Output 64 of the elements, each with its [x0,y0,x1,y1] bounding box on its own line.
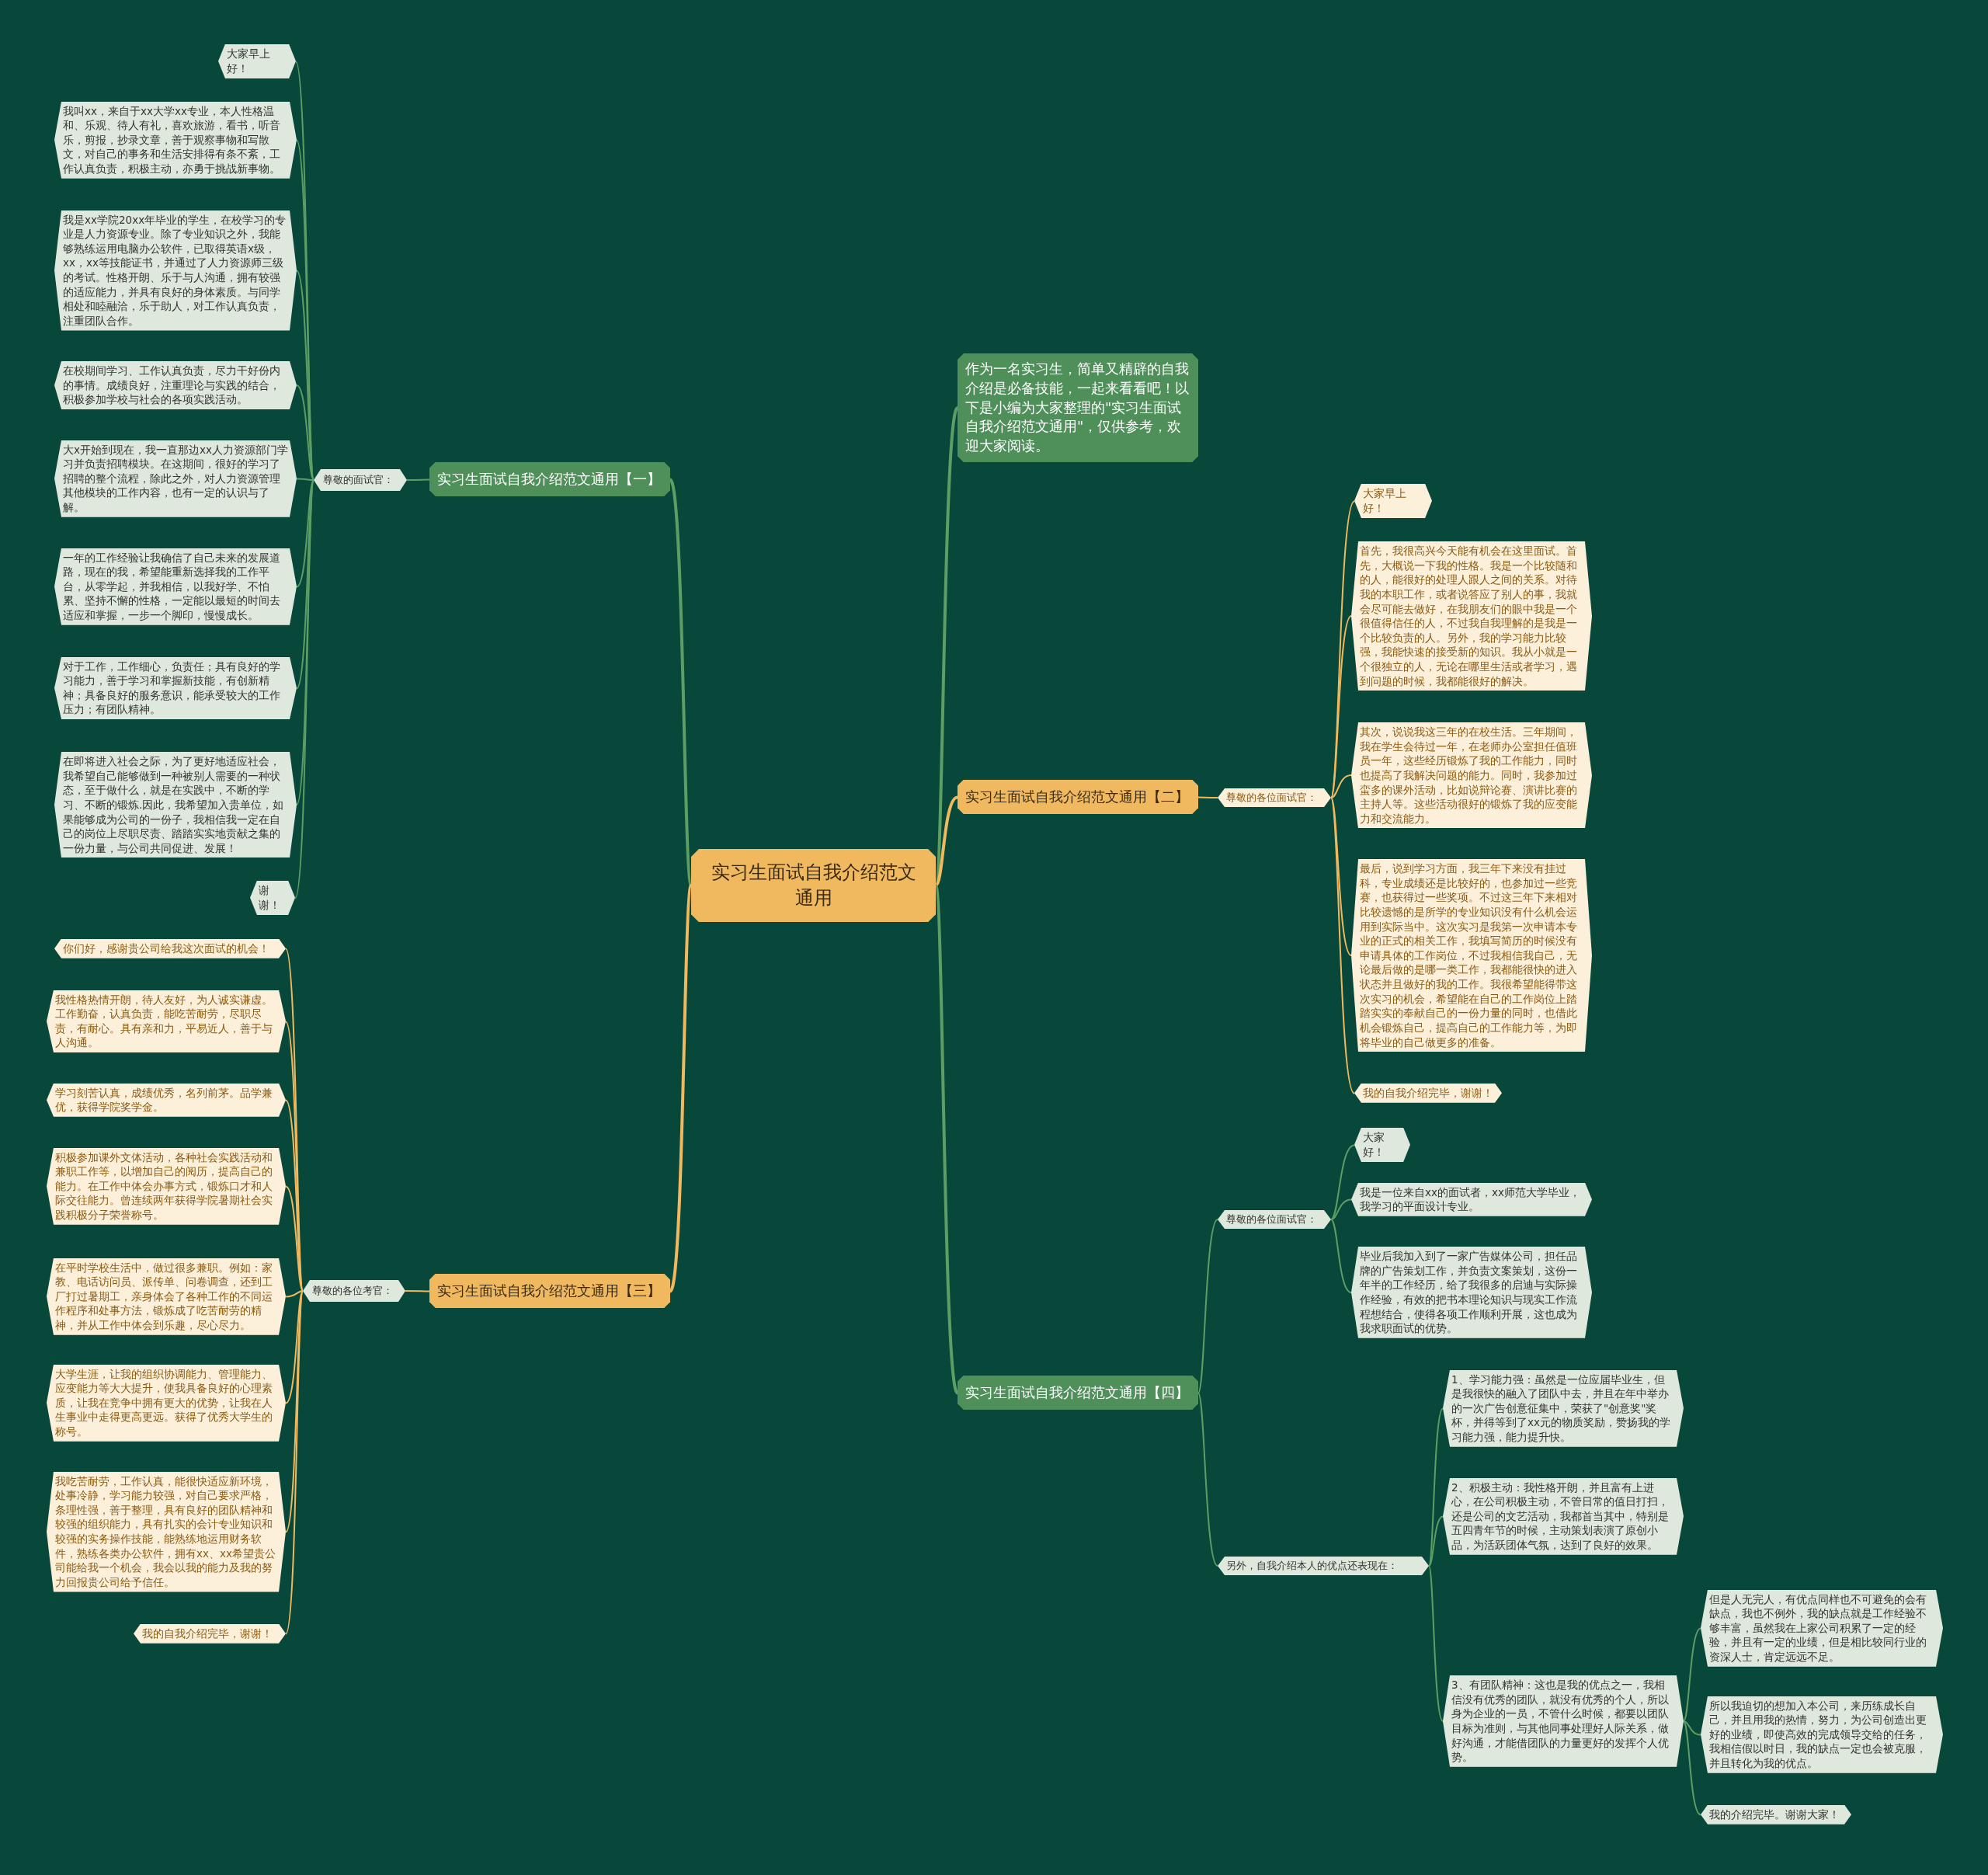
text-card: 大学生涯，让我的组织协调能力、管理能力、应变能力等大大提升，使我具备良好的心理素质，让我在竞争中拥有更大的优势，让我在人生事业中走得更高更远。获得了优秀大学生的称号。 [47,1364,286,1442]
text-card: 对于工作，工作细心，负责任；具有良好的学习能力，善于学习和掌握新技能，有创新精神；具备良好的服务意识，能承受较大的工作压力；有团队精神。 [54,656,297,719]
text-card: 我的自我介绍完毕，谢谢！ [1354,1083,1502,1103]
text-card: 我的介绍完毕。谢谢大家！ [1701,1804,1851,1825]
central-topic-box: 实习生面试自我介绍范文通用 [691,849,936,923]
connector-line [1683,1720,1701,1816]
text-card: 尊敬的各位面试官： [1218,1210,1331,1229]
connector-line [296,478,315,481]
connector-line [285,1185,304,1292]
text-card: 你们好，感谢贵公司给我这次面试的机会！ [54,938,286,958]
connector-line [296,384,315,481]
connector-line [1330,797,1352,956]
text-card: 我是xx学院20xx年毕业的学生，在校学习的专业是人力资源专业。除了专业知识之外，我能够熟练运用电脑办公软件，已取得英语x级，xx，xx等技能证书，并通过了人力资源师三级的考试。性格开朗、乐于与人沟通，拥有较强的适应能力，并具有良好的身体素质。与同学相处和睦融洽，乐于助人，对工作认真负责，注重团队合作。 [54,210,297,331]
connector-line [1330,774,1352,798]
topic-box: 实习生面试自我介绍范文通用【三】 [429,1273,670,1309]
connector-line [1197,1392,1218,1567]
connector-line [1330,1219,1352,1293]
text-card: 大家早上好！ [1354,483,1432,519]
text-card: 谢谢！ [250,880,295,916]
text-card: 积极参加课外文体活动，各种社会实践活动和兼职工作等，以增加自己的阅历，提高自己的能力。在工作中体会办事方式，锻炼口才和人际交往能力。曾连续两年获得学院暑期社会实践积极分子荣誉称号。 [47,1147,286,1225]
text-card: 我性格热情开朗，待人友好，为人诚实谦虚。工作勤奋，认真负责，能吃苦耐劳，尽职尽责，有耐心。具有亲和力，平易近人，善于与人沟通。 [47,990,286,1052]
text-card: 学习刻苦认真，成绩优秀，名列前茅。品学兼优，获得学院奖学金。 [47,1083,286,1117]
connector-line [1330,1198,1352,1220]
connector-line [1197,796,1218,798]
connector-line [1330,1144,1355,1220]
text-card: 尊敬的各位面试官： [1218,788,1331,807]
text-card: 我是一位来自xx的面试者，xx师范大学毕业，我学习的平面设计专业。 [1351,1182,1592,1216]
text-card: 最后，说到学习方面，我三年下来没有挂过科，专业成绩还是比较好的，也参加过一些竞赛，也获得过一些奖项。不过这三年下来相对比较遗憾的是所学的专业知识没有什么机会运用到实际当中。这次实习是我第一次申请本专业的正式的相关工作，我填写简历的时候没有申请具体的工作岗位，不过我相信我自己，无论最后做的是哪一类工作，我都能很快的进入状态并且做好的我的工作。我很希望能得带这次实习的机会，希望能在自己的工作岗位上踏踏实实的奉献自己的一份力量的同时，也借此机会锻炼自己，提高自己的工作能力等，为即将毕业的自己做更多的准备。 [1351,859,1592,1052]
text-card: 大家早上好！ [218,43,296,79]
text-card: 但是人无完人，有优点同样也不可避免的会有缺点，我也不例外，我的缺点就是工作经验不够丰富，虽然我在上家公司积累了一定的经验，并且有一定的业绩，但是相比较同行业的资深人士，肯定远远不足。 [1701,1589,1943,1667]
text-card: 1、学习能力强：虽然是一位应届毕业生，但是我很快的融入了团队中去，并且在年中举办的一次广告创意征集中，荣获了"创意奖"奖杯，并得等到了xx元的物质奖励，赞扬我的学习能力强，能力提升快。 [1443,1369,1684,1447]
connector-line [1330,615,1352,798]
connector-line [1197,1219,1218,1394]
text-card: 大x开始到现在，我一直那边xx人力资源部门学习并负责招聘模块。在这期间，很好的学习了招聘的整个流程，除此之外，对人力资源管理其他模块的工作内容，也有一定的认识与了解。 [54,440,297,517]
connector-line [285,1290,304,1404]
intro-box: 作为一名实习生，简单又精辟的自我介绍是必备技能，一起来看看吧！以下是小编为大家整理的"实习生面试自我介绍范文通用"，仅供参考，欢迎大家阅读。 [958,353,1198,463]
subtopic-label: 尊敬的面试官： [314,469,407,491]
connector-line [1683,1627,1701,1722]
text-card: 一年的工作经验让我确信了自己未来的发展道路，现在的我，希望能重新选择我的工作平台，从零学起，并我相信，以我好学、不怕累、坚持不懈的性格，一定能以最短的时间去适应和掌握，一步一个脚印，慢慢成长。 [54,548,297,625]
text-card: 在平时学校生活中，做过很多兼职。例如：家教、电话访问员、派传单、问卷调查，还到工厂打过暑期工，亲身体会了各种工作的不同运作程序和处事方法，锻炼成了吃苦耐劳的精神，并从工作中体会到乐趣，尽心尽力。 [47,1258,286,1335]
connector-line [406,478,430,481]
text-card: 2、积极主动：我性格开朗，并且富有上进心，在公司积极主动，不管日常的值日打扫，还是公司的文艺活动，我都首当其中，特别是五四青年节的时候，主动策划表演了原创小品，为活跃团体气氛，达到了良好的效果。 [1443,1477,1684,1555]
connector-line [1428,1515,1444,1567]
text-card: 我吃苦耐劳，工作认真，能很快适应新环境，处事冷静，学习能力较强，对自己要求严格，条理性强，善于整理，具有良好的团队精神和较强的组织能力，具有扎实的会计专业知识和较强的实务操作技能，能熟练地运用财务软件，熟练各类办公软件，拥有xx、xx希望贵公司能给我一个机会，我会以我的能力及我的努力回报贵公司给予信任。 [47,1471,286,1592]
text-card: 我的自我介绍完毕，谢谢！ [134,1623,286,1644]
connector-line [1683,1720,1701,1736]
connector-line [405,1290,430,1292]
connector-line [296,479,315,588]
subtopic-label: 尊敬的各位考官： [303,1280,405,1302]
text-card: 3、有团队精神：这也是我的优点之一，我相信没有优秀的团队，就没有优秀的个人，所以身为企业的一员，不管什么时候，都要以团队目标为准则，与其他同事处理好人际关系，做好沟通，才能借团队的力量更好的发挥个人优势。 [1443,1675,1684,1767]
text-card: 在校期间学习、工作认真负责，尽力干好份内的事情。成绩良好，注重理论与实践的结合，积极参加学校与社会的各项实践活动。 [54,361,297,409]
topic-box: 实习生面试自我介绍范文通用【一】 [429,461,670,497]
connector-line [1330,797,1355,1094]
text-card: 另外，自我介绍本人的优点还表现在： [1218,1557,1429,1575]
text-card: 其次，说说我这三年的在校生活。三年期间，我在学生会待过一年，在老师办公室担任值班员一年，这些经历锻炼了我的工作能力，同时也提高了我解决问题的能力。同时，我参加过蛮多的课外活动，比如说辩论赛、演讲比赛的主持人等。这些活动很好的锻炼了我的应变能力和交流能力。 [1351,722,1592,829]
text-card: 首先，我很高兴今天能有机会在这里面试。首先，大概说一下我的性格。我是一个比较随和的人，能很好的处理人跟人之间的关系。对待我的本职工作，或者说答应了别人的事，我就会尽可能去做好，在我朋友们的眼中我是一个很值得信任的人，不过我自我理解的是我是一个比较负责的人。另外，我的学习能力比较强，我能快速的接受新的知识。我从小就是一个很独立的人，无论在哪里生活或者学习，遇到问题的时候，我都能很好的解决。 [1351,541,1592,691]
topic-box: 实习生面试自我介绍范文通用【二】 [958,779,1198,815]
text-card: 在即将进入社会之际，为了更好地适应社会，我希望自己能够做到一种被别人需要的一种状态，至于做什么，就是在实践中，不断的学习、不断的锻炼.因此，我希望加入贵单位，如果能够成为公司的一份子，我相信我一定在自己的岗位上尽职尽责、踏踏实实地贡献之集的一份力量，与公司共同促进、发展！ [54,752,297,858]
text-card: 大家好！ [1354,1127,1410,1163]
text-card: 毕业后我加入到了一家广告媒体公司，担任品牌的广告策划工作，并负责文案策划，这份一年半的工作经历，给了我很多的启迪与实际操作经验，有效的把书本理论知识与现实工作流程想结合，使得各项工作顺利开展，这也成为我求职面试的优势。 [1351,1247,1592,1338]
topic-box: 实习生面试自我介绍范文通用【四】 [958,1375,1198,1411]
text-card: 我叫xx，来自于xx大学xx专业，本人性格温和、乐观、待人有礼，喜欢旅游，看书，听音乐，剪报，抄录文章，善于观察事物和写散文，对自己的事务和生活安排得有条不紊，工作认真负责，积极主动，亦勇于挑战新事物。 [54,101,297,179]
text-card: 所以我迫切的想加入本公司，来历练成长自己，并且用我的热情，努力，为公司创造出更好的业绩，即使高效的完成领导交给的任务，我相信假以时日，我的缺点一定也会被克服，并且转化为我的优点。 [1701,1696,1943,1773]
connector-line [285,1290,304,1298]
